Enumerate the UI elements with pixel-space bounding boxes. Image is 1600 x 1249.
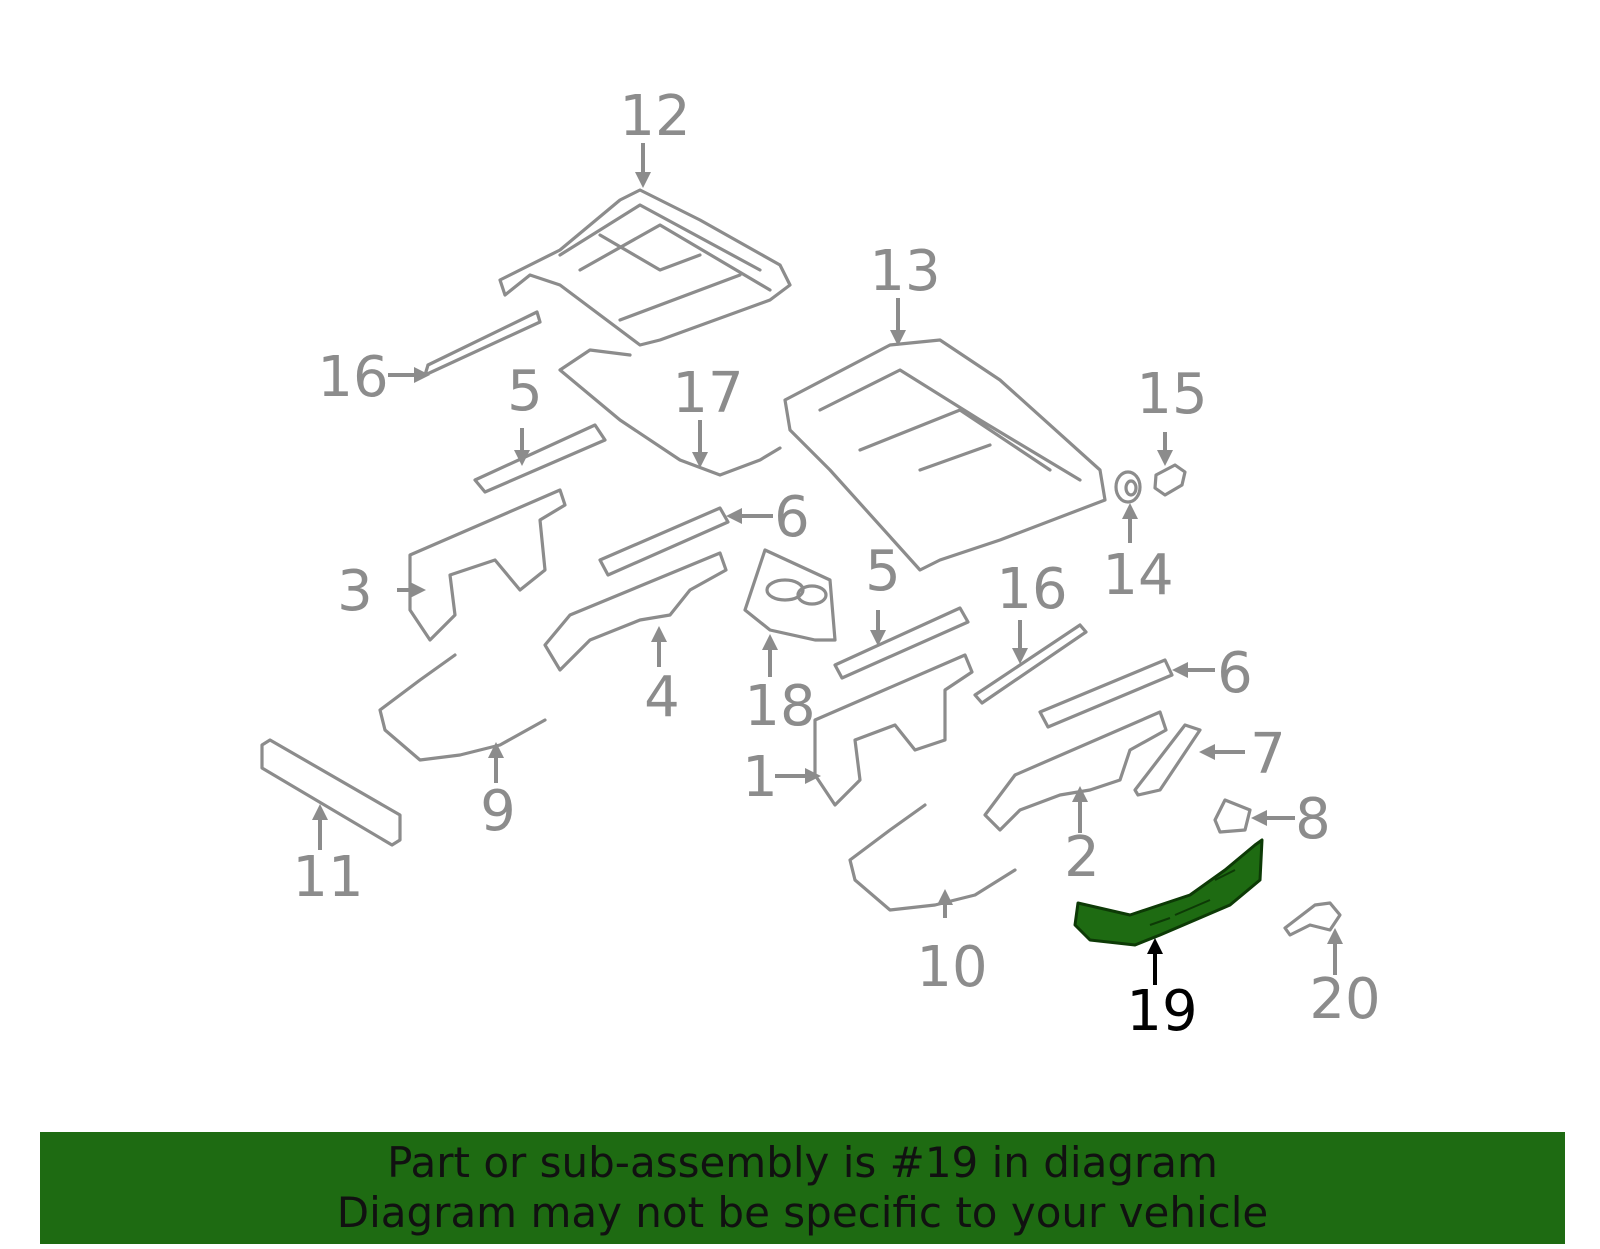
callout-1: 1 bbox=[742, 745, 778, 810]
callout-16-upper: 16 bbox=[317, 345, 388, 410]
part-11-bar bbox=[260, 738, 402, 847]
part-16-spring-upper bbox=[423, 310, 542, 377]
callout-5-right: 5 bbox=[865, 539, 901, 604]
part-8-clip bbox=[1213, 798, 1252, 834]
part-13-seat-base bbox=[783, 338, 1107, 572]
callout-13: 13 bbox=[869, 239, 940, 304]
info-banner: Part or sub-assembly is #19 in diagram D… bbox=[40, 1132, 1565, 1244]
callout-2: 2 bbox=[1064, 825, 1100, 890]
part-17-cable bbox=[558, 348, 782, 477]
callout-14: 14 bbox=[1102, 543, 1173, 608]
callout-4: 4 bbox=[644, 665, 680, 730]
part-6-rail-lower bbox=[1038, 658, 1174, 729]
callout-7: 7 bbox=[1250, 722, 1286, 787]
part-4-track bbox=[543, 551, 728, 672]
callout-8: 8 bbox=[1295, 787, 1331, 852]
callout-10: 10 bbox=[916, 935, 987, 1000]
part-7-lever bbox=[1133, 723, 1202, 797]
callout-20: 20 bbox=[1309, 967, 1380, 1032]
part-16-spring-lower bbox=[973, 623, 1088, 705]
part-14-washer bbox=[1114, 470, 1142, 504]
part-18-bracket bbox=[743, 548, 837, 642]
callout-3: 3 bbox=[337, 559, 373, 624]
banner-line-part-info: Part or sub-assembly is #19 in diagram bbox=[387, 1138, 1218, 1187]
part-9-wire bbox=[378, 653, 547, 762]
callout-6-lower: 6 bbox=[1217, 641, 1253, 706]
part-3-track bbox=[408, 488, 567, 642]
callout-6-upper: 6 bbox=[774, 485, 810, 550]
part-1-track bbox=[813, 653, 974, 807]
callout-17: 17 bbox=[672, 361, 743, 426]
callout-5-left: 5 bbox=[507, 359, 543, 424]
banner-line-disclaimer: Diagram may not be specific to your vehi… bbox=[336, 1188, 1269, 1237]
part-2-track bbox=[983, 710, 1168, 832]
callout-15: 15 bbox=[1136, 362, 1207, 427]
part-6-rail-upper bbox=[598, 506, 730, 577]
callout-9: 9 bbox=[480, 779, 516, 844]
parts-diagram: 12 13 16 5 17 15 6 14 3 5 16 6 4 18 7 1 … bbox=[260, 84, 1381, 1044]
part-12-seat-frame bbox=[498, 188, 792, 347]
callout-19-highlighted: 19 bbox=[1126, 979, 1197, 1044]
callout-11: 11 bbox=[292, 845, 363, 910]
callout-labels: 12 13 16 5 17 15 6 14 3 5 16 6 4 18 7 1 … bbox=[292, 84, 1380, 1044]
callout-12: 12 bbox=[619, 84, 690, 149]
part-15-cap bbox=[1153, 463, 1187, 497]
part-20-handle bbox=[1283, 901, 1342, 937]
part-5-rail-right bbox=[833, 606, 970, 680]
callout-18: 18 bbox=[744, 674, 815, 739]
callout-16-lower: 16 bbox=[996, 557, 1067, 622]
part-5-rail-left bbox=[473, 423, 607, 494]
callout-arrows bbox=[312, 143, 1343, 985]
part-10-wire bbox=[848, 803, 1017, 912]
part-19-cover-highlighted bbox=[1073, 838, 1264, 947]
